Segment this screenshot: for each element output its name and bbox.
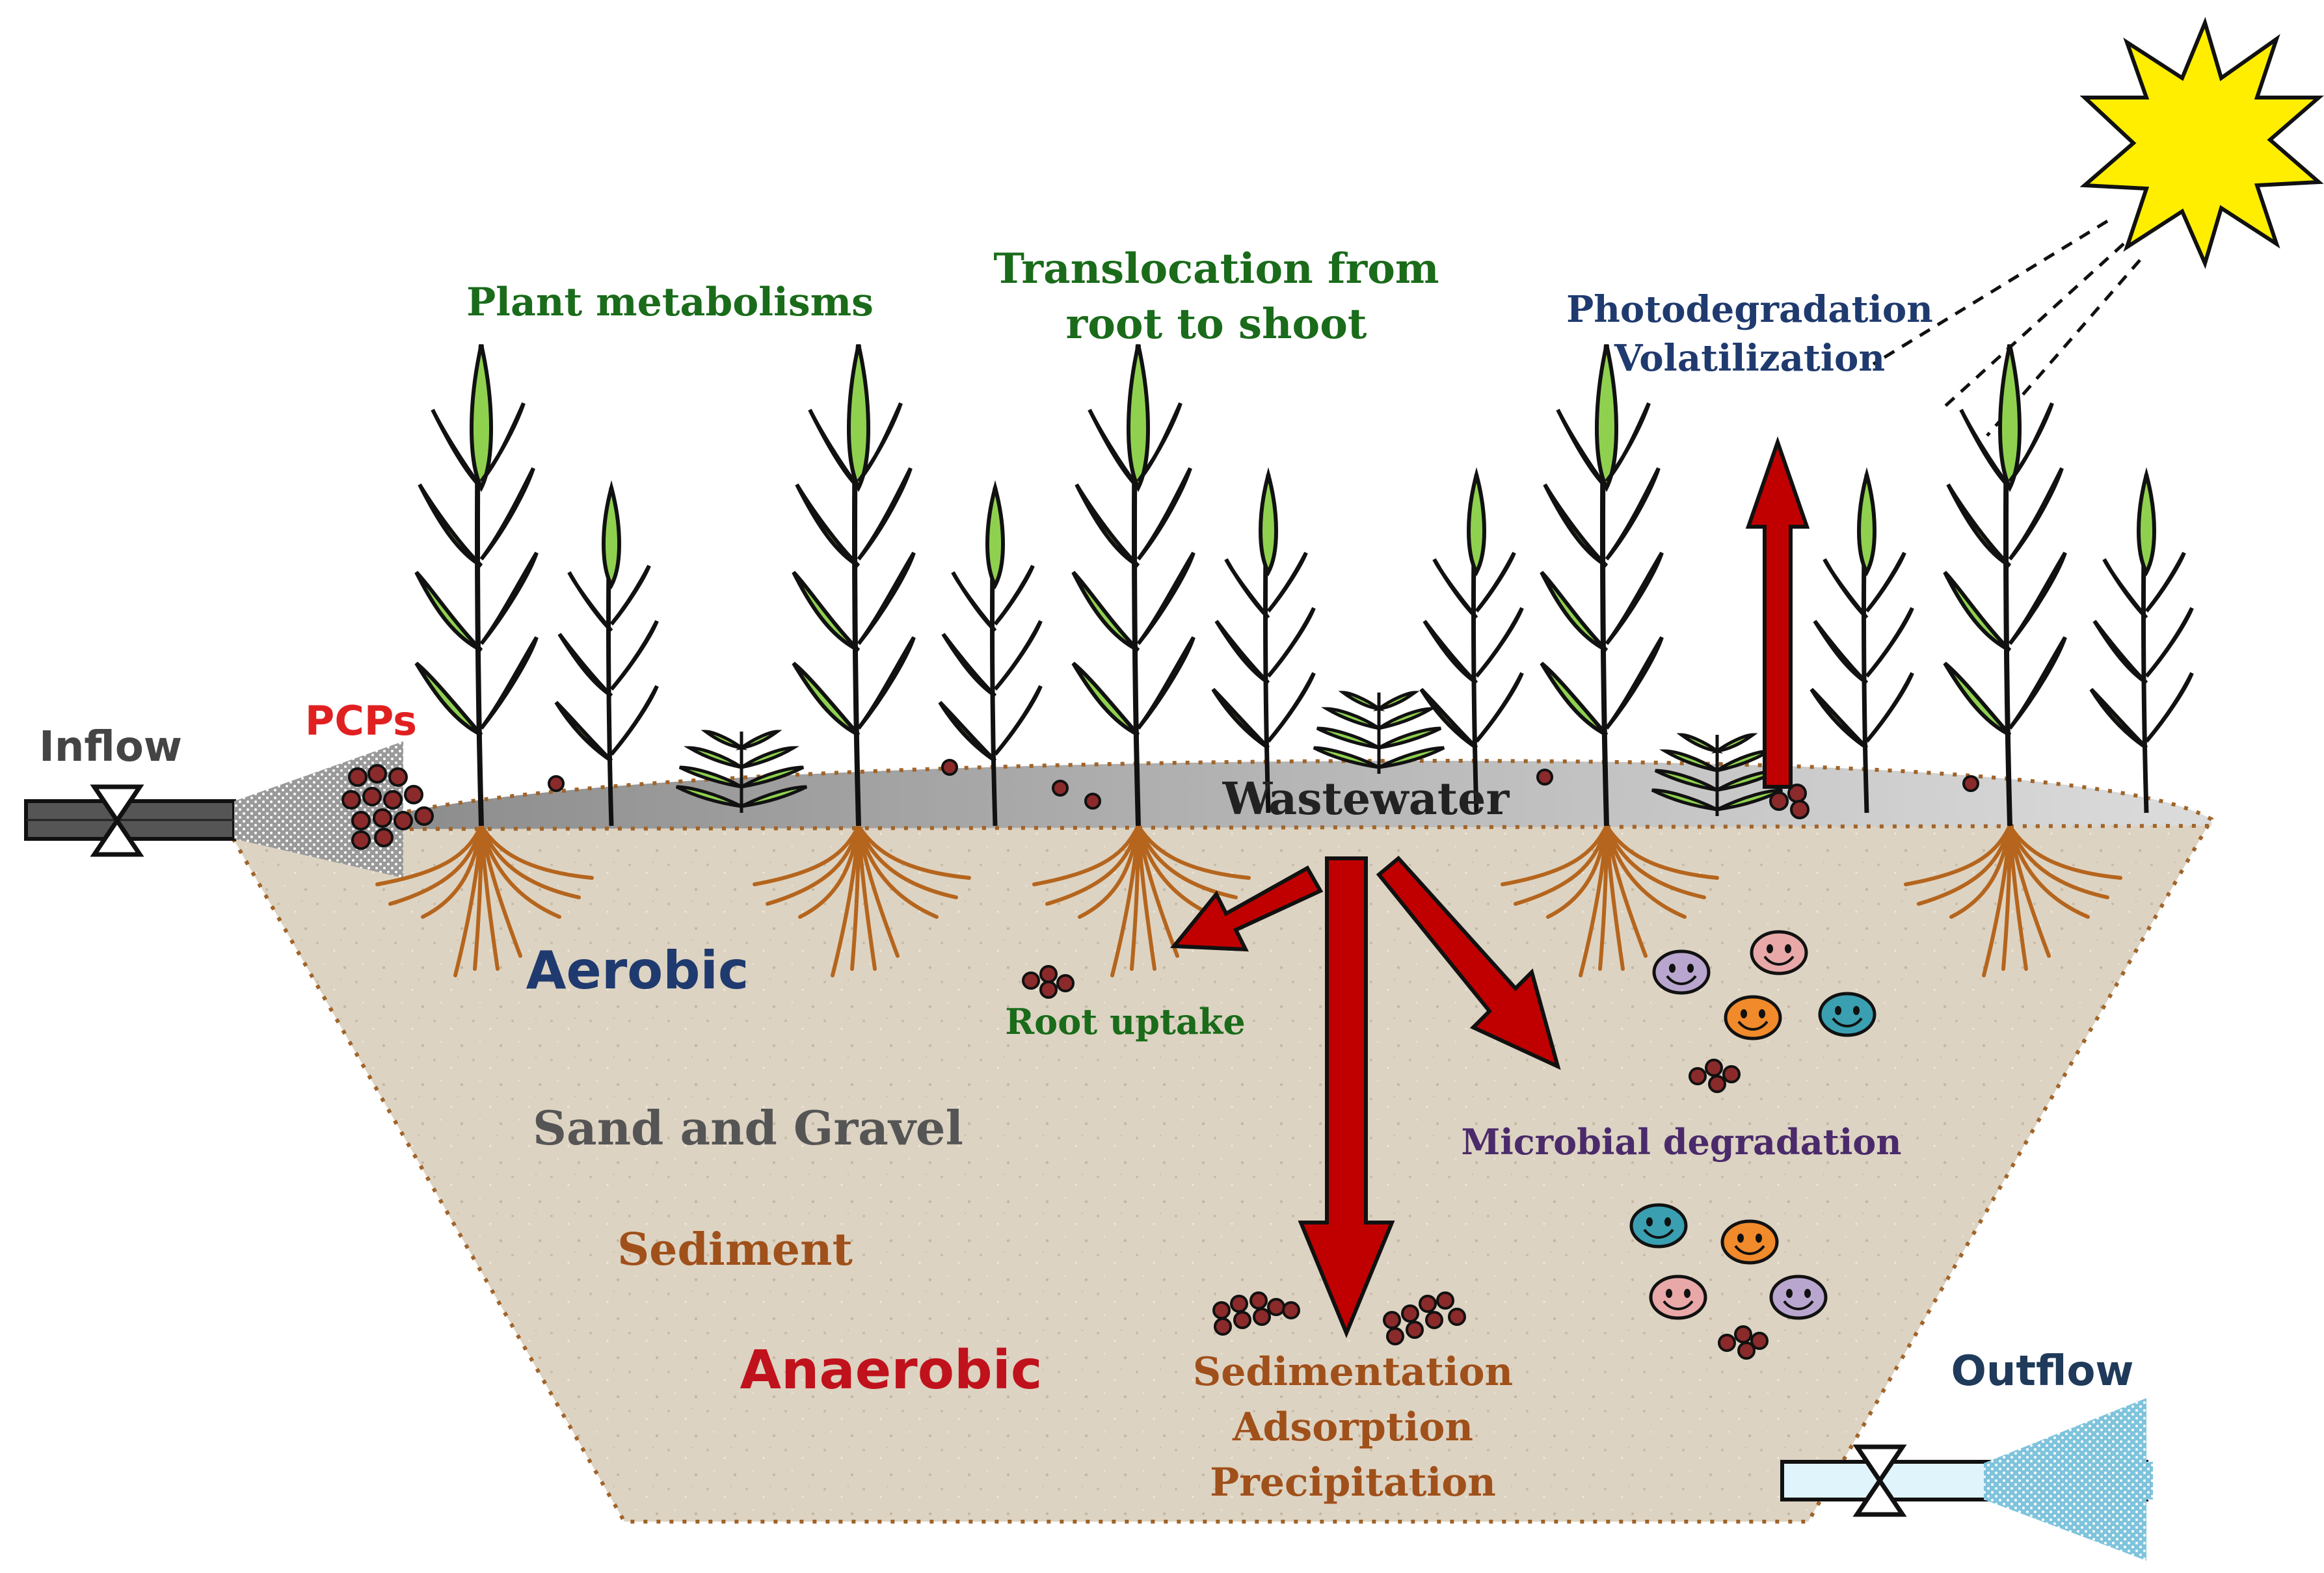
microbial-degradation-arrow: [1376, 855, 1561, 1070]
microbial-degradation-label: Microbial degradation: [1461, 1121, 1901, 1163]
sand-and-gravel-label: Sand and Gravel: [533, 1100, 963, 1156]
outflow-label: Outflow: [1951, 1347, 2133, 1395]
sedimentation-label: Sedimentation: [1193, 1349, 1513, 1395]
outflow-discharge-cone: [1984, 1398, 2146, 1561]
adsorption-label: Adsorption: [1232, 1405, 1473, 1450]
inflow-valve-icon: [90, 784, 144, 857]
outflow-valve-icon: [1852, 1444, 1907, 1517]
root-uptake-label: Root uptake: [1005, 1001, 1245, 1042]
sedimentation-arrow: [1298, 856, 1395, 1338]
inflow-label: Inflow: [39, 723, 182, 771]
photodegradation-label: Photodegradation: [1566, 288, 1933, 331]
plant-metabolisms-label: Plant metabolisms: [466, 280, 874, 325]
sun-icon: [1872, 16, 2324, 437]
sediment-label: Sediment: [617, 1224, 853, 1276]
precipitation-label: Precipitation: [1210, 1460, 1496, 1505]
volatilization-label: Volatilization: [1614, 337, 1885, 380]
process-arrows: [1169, 436, 1810, 1338]
root-uptake-arrow: [1169, 865, 1324, 952]
translocation-label-line1: Translocation from: [993, 245, 1439, 293]
volatilization-arrow: [1745, 436, 1810, 789]
pcps-label: PCPs: [305, 697, 417, 745]
anaerobic-label: Anaerobic: [740, 1340, 1043, 1401]
aerobic-label: Aerobic: [526, 940, 749, 1001]
outflow-dots: [2146, 1463, 2150, 1499]
wastewater-label: Wastewater: [1222, 773, 1510, 825]
pcp-particles: [341, 759, 1979, 1360]
sand-gravel-bed: [224, 817, 2215, 1524]
reed-plants: [416, 345, 2192, 826]
translocation-label-line2: root to shoot: [1066, 300, 1367, 349]
